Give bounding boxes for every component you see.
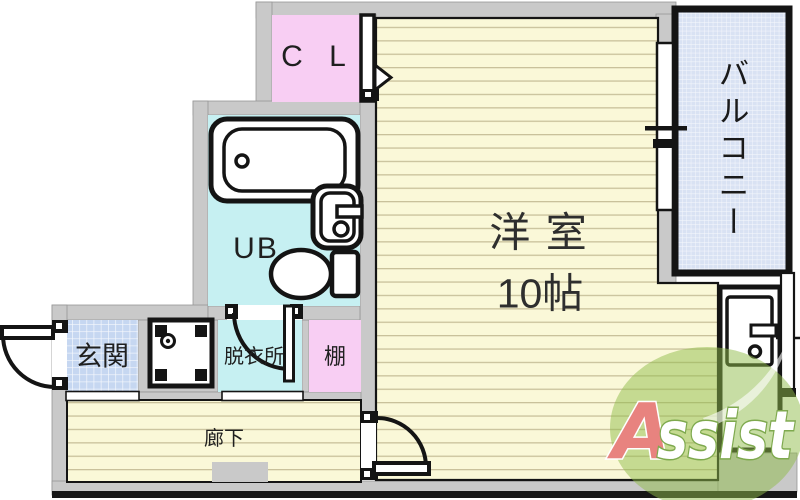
main-room-size-label: 10帖 xyxy=(496,270,584,317)
door-direction-triangle xyxy=(373,61,394,94)
logo-ellipse xyxy=(610,347,800,500)
dressing-threshold xyxy=(221,390,304,402)
entrance-label: 玄関 xyxy=(75,341,129,372)
logo-letter-a: A xyxy=(607,388,672,477)
logo-leaf-swoosh xyxy=(703,336,790,428)
assist-logo: A ssist xyxy=(606,336,800,500)
wall-cl-left xyxy=(255,1,273,116)
window-meeting-rail xyxy=(653,139,676,148)
logo-letters-ssist: ssist xyxy=(657,397,795,474)
wall-shelf-divider xyxy=(301,319,310,393)
door-knob xyxy=(747,344,763,359)
window-tick xyxy=(645,126,687,131)
bedroom-door-swing xyxy=(360,411,431,480)
fixtures xyxy=(147,116,364,482)
corridor-pillar xyxy=(212,462,268,482)
balcony xyxy=(645,5,793,277)
main-room-label: 洋 室 xyxy=(489,209,589,256)
closet-label: C L xyxy=(281,40,355,73)
bathroom-door-swing xyxy=(225,304,303,383)
wall-ub-top xyxy=(192,100,377,116)
closet-floor xyxy=(272,15,361,102)
toilet xyxy=(268,247,361,301)
shelf-floor xyxy=(309,320,361,392)
wall-ub-left xyxy=(192,100,209,321)
entrance-door-swing xyxy=(0,320,68,390)
dressing-room-label: 脱衣所 xyxy=(224,346,284,368)
bathtub-drain xyxy=(234,153,250,169)
bathtub xyxy=(208,116,361,204)
shelf-label: 棚 xyxy=(323,344,347,369)
washing-machine-pan xyxy=(147,317,215,389)
door-handle-bar xyxy=(749,323,778,338)
corridor-label: 廊下 xyxy=(204,428,244,450)
entrance-threshold xyxy=(65,390,140,402)
balcony-label: バルコニー xyxy=(713,57,749,243)
closet-door xyxy=(359,13,394,103)
entrance-floor xyxy=(67,320,138,392)
wash-basin xyxy=(310,183,364,251)
baseline-bottom xyxy=(52,491,797,498)
wall-ub-bottom-right xyxy=(301,305,361,321)
unit-bath-label: UB xyxy=(233,232,279,265)
